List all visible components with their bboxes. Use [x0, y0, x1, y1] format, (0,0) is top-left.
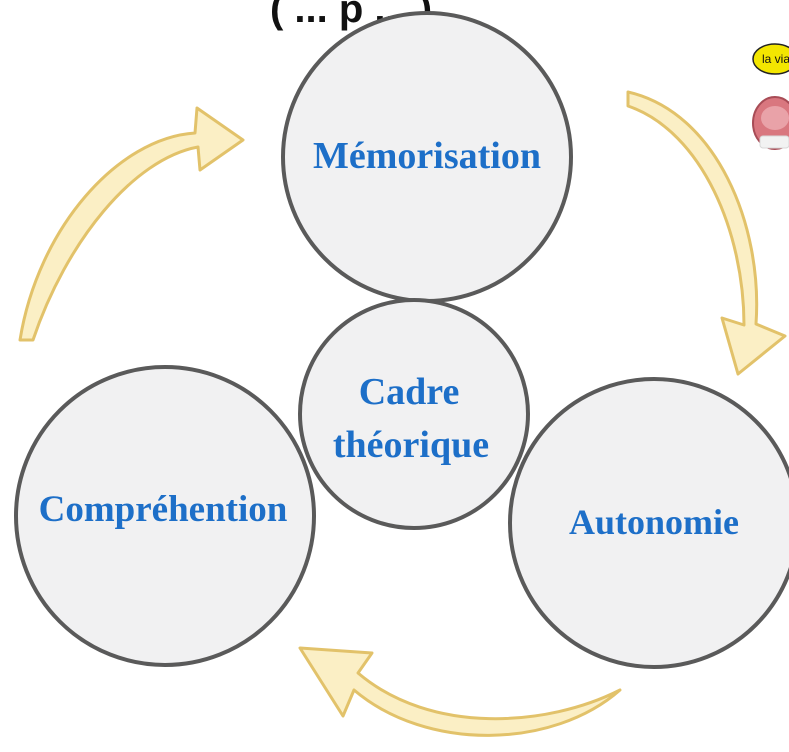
label-memorisation: Mémorisation [313, 135, 541, 177]
label-comprehension: Compréhention [39, 489, 288, 530]
corner-badge: la via [752, 43, 789, 75]
arrow-memorisation-to-autonomie [626, 90, 787, 376]
label-cadre-line1: Cadre [359, 371, 460, 413]
arrow-autonomie-to-comprehension [298, 646, 622, 737]
node-comprehension: Compréhention [14, 365, 316, 667]
curved-arrow-icon [626, 90, 787, 376]
corner-badge-text: la via [762, 52, 789, 66]
label-cadre-line2: théorique [333, 424, 489, 466]
arrow-comprehension-to-memorisation [18, 106, 245, 342]
curved-arrow-icon [298, 646, 622, 737]
node-autonomie: Autonomie [508, 377, 789, 669]
node-memorisation: Mémorisation [281, 11, 573, 303]
node-cadre-theorique: Cadre théorique [298, 298, 530, 530]
curved-arrow-icon [18, 106, 245, 342]
meat-icon [752, 96, 789, 150]
label-autonomie: Autonomie [569, 502, 739, 542]
